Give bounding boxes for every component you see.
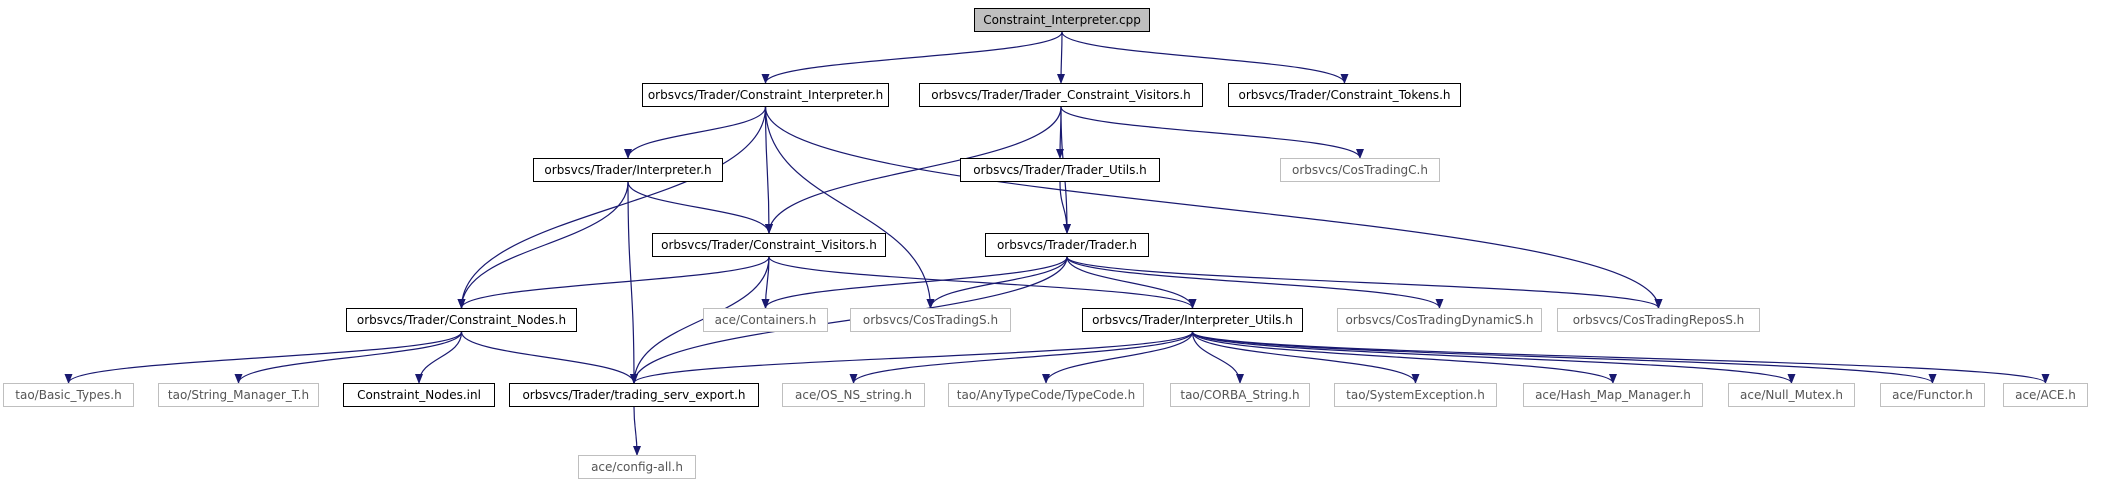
node-containers-h: ace/Containers.h (703, 308, 828, 332)
edge-cv_h-to-tse_h (630, 256, 770, 384)
node-string-manager-h: tao/String_Manager_T.h (158, 383, 319, 407)
edge-iu_h-to-typecode_h (1042, 331, 1194, 384)
node-root[interactable]: Constraint_Interpreter.cpp (974, 8, 1150, 32)
node-null-mutex-h: ace/Null_Mutex.h (1728, 383, 1855, 407)
node-config-all-h: ace/config-all.h (578, 455, 696, 479)
edge-cn_h-to-cn_inl (415, 331, 463, 384)
edge-iu_h-to-hash_map_h (1191, 331, 1617, 384)
edge-cv_h-to-iu_h (768, 256, 1197, 309)
node-trader-h[interactable]: orbsvcs/Trader/Trader.h (985, 233, 1149, 257)
edge-trader_h-to-costradingrepos_h (1066, 256, 1663, 309)
edge-trader_h-to-costradingdyn_h (1066, 256, 1444, 309)
node-costradings-h: orbsvcs/CosTradingS.h (850, 308, 1011, 332)
node-systemexception-h: tao/SystemException.h (1334, 383, 1497, 407)
node-constraint-tokens-h[interactable]: orbsvcs/Trader/Constraint_Tokens.h (1228, 83, 1461, 107)
edge-ci_h-to-costradings_h (764, 106, 935, 309)
node-costradingdynamics-h: orbsvcs/CosTradingDynamicS.h (1337, 308, 1542, 332)
node-basic-types-h: tao/Basic_Types.h (3, 383, 134, 407)
edge-tu_h-to-trader_h (1059, 181, 1071, 234)
node-costradingc-h: orbsvcs/CosTradingC.h (1280, 158, 1440, 182)
node-costradingrepos-h: orbsvcs/CosTradingReposS.h (1557, 308, 1760, 332)
edge-root-to-ci_h (761, 31, 1063, 84)
node-trader-constraint-visitors-h[interactable]: orbsvcs/Trader/Trader_Constraint_Visitor… (919, 83, 1203, 107)
edge-cn_h-to-tse_h (460, 331, 638, 384)
edge-cv_h-to-cn_h (457, 256, 770, 309)
edge-iu_h-to-sysexc_h (1191, 331, 1420, 384)
edge-ci_h-to-cn_h (457, 106, 767, 309)
node-ace-h: ace/ACE.h (2003, 383, 2088, 407)
edge-trader_h-to-containers_h (761, 256, 1068, 309)
edge-root-to-tcv_h (1057, 31, 1066, 84)
edge-iu_h-to-tse_h (630, 331, 1194, 384)
edge-tcv_h-to-costradingc_h (1060, 106, 1364, 159)
node-constraint-nodes-h[interactable]: orbsvcs/Trader/Constraint_Nodes.h (346, 308, 577, 332)
node-interpreter-utils-h[interactable]: orbsvcs/Trader/Interpreter_Utils.h (1082, 308, 1303, 332)
edge-ci_h-to-costradingrepos_h (764, 106, 1663, 309)
edge-cn_h-to-string_manager_h (234, 331, 463, 384)
node-typecode-h: tao/AnyTypeCode/TypeCode.h (948, 383, 1144, 407)
edge-interp_h-to-tse_h (627, 181, 638, 384)
edge-trader_h-to-costradings_h (926, 256, 1068, 309)
node-functor-h: ace/Functor.h (1880, 383, 1985, 407)
node-corba-string-h: tao/CORBA_String.h (1170, 383, 1310, 407)
node-trader-utils-h[interactable]: orbsvcs/Trader/Trader_Utils.h (960, 158, 1160, 182)
node-interpreter-h[interactable]: orbsvcs/Trader/Interpreter.h (533, 158, 723, 182)
edge-interp_h-to-cn_h (457, 181, 629, 309)
edge-tse_h-to-config_all_h (632, 406, 641, 456)
node-constraint-nodes-inl[interactable]: Constraint_Nodes.inl (343, 383, 495, 407)
node-trading-serv-export-h[interactable]: orbsvcs/Trader/trading_serv_export.h (509, 383, 759, 407)
edge-iu_h-to-ace_h (1191, 331, 2050, 384)
edge-root-to-ct_h (1061, 31, 1349, 84)
node-constraint-visitors-h[interactable]: orbsvcs/Trader/Constraint_Visitors.h (652, 233, 886, 257)
edge-ci_h-to-cv_h (764, 106, 773, 234)
edge-iu_h-to-functor_h (1191, 331, 1937, 384)
node-hash-map-manager-h: ace/Hash_Map_Manager.h (1523, 383, 1703, 407)
edge-iu_h-to-null_mutex_h (1191, 331, 1796, 384)
edge-iu_h-to-os_ns_string_h (849, 331, 1194, 384)
edge-iu_h-to-corba_string_h (1191, 331, 1244, 384)
edge-ci_h-to-interp_h (624, 106, 767, 159)
node-constraint-interpreter-h[interactable]: orbsvcs/Trader/Constraint_Interpreter.h (642, 83, 889, 107)
edge-interp_h-to-cv_h (627, 181, 773, 234)
edge-cn_h-to-basic_types_h (64, 331, 463, 384)
node-os-ns-string-h: ace/OS_NS_string.h (782, 383, 925, 407)
edge-tcv_h-to-cv_h (765, 106, 1062, 234)
edge-trader_h-to-iu_h (1066, 256, 1197, 309)
